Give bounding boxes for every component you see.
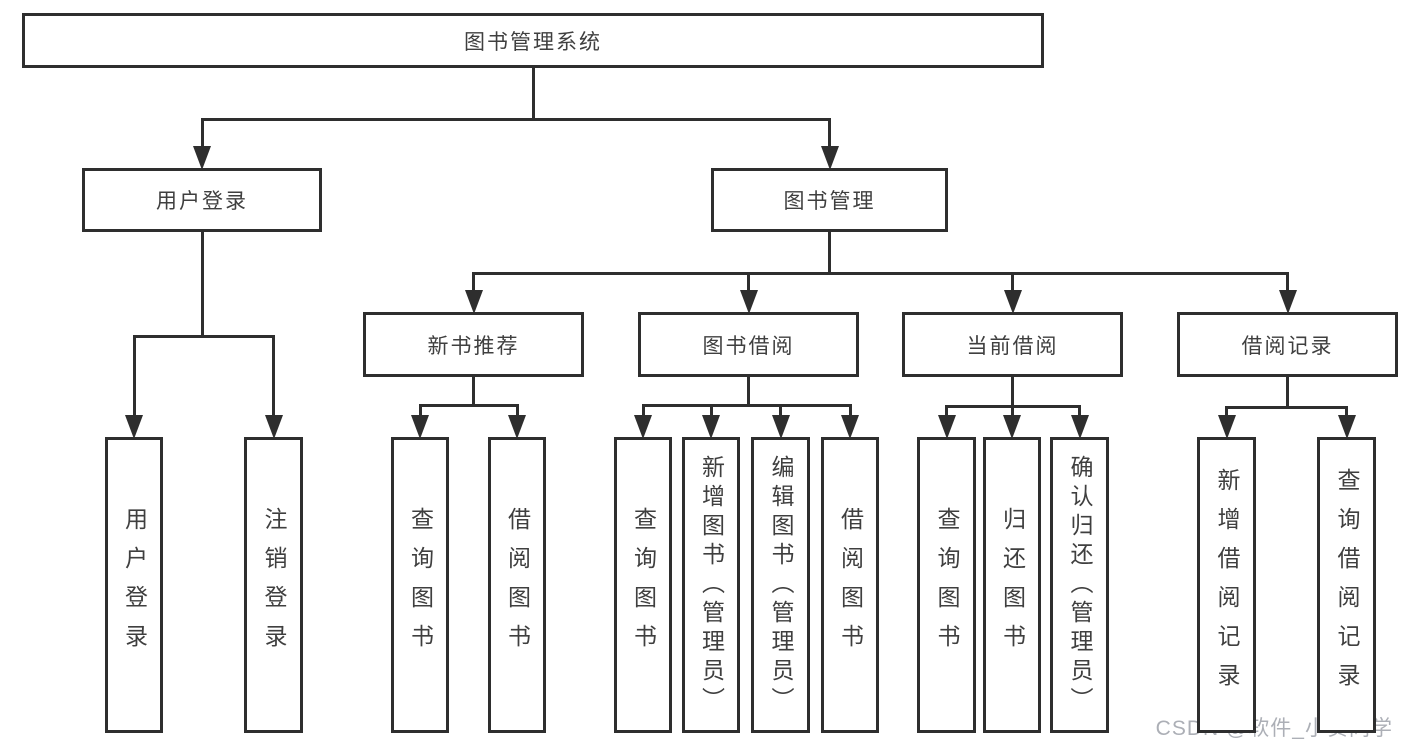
connector-stem-nb	[472, 377, 475, 407]
connector-stem-nb_borrow	[515, 405, 519, 417]
arrow-down-icon-cb_confirm	[1070, 415, 1089, 439]
node-label-bh_query: 查询借阅记录	[1334, 468, 1360, 702]
node-label-nb: 新书推荐	[427, 334, 520, 358]
connector-stem-bh	[1286, 377, 1289, 409]
node-label-user_login: 用户登录	[121, 507, 148, 663]
connector-stem-login	[200, 119, 204, 148]
node-label-logout: 注销登录	[261, 507, 287, 663]
arrow-down-icon-bb_borrow	[841, 415, 859, 439]
arrow-down-icon-cb	[1003, 290, 1022, 314]
arrow-down-icon-nb_borrow	[508, 415, 526, 439]
node-login: 用户登录	[82, 168, 322, 232]
arrow-down-icon-bb_add	[702, 415, 720, 439]
node-label-nb_query: 查询图书	[407, 507, 434, 663]
node-bh_query: 查询借阅记录	[1317, 437, 1376, 733]
node-label-bb_borrow: 借阅图书	[837, 507, 864, 663]
connector-stem-login	[200, 232, 204, 338]
node-logout: 注销登录	[244, 437, 303, 733]
node-label-root: 图书管理系统	[464, 30, 602, 54]
node-label-bb_edit: 编辑图书（管理员）	[768, 454, 794, 716]
node-label-cb_return: 归还图书	[999, 507, 1026, 663]
arrow-down-icon-nb	[464, 290, 483, 314]
node-label-bb_query: 查询图书	[630, 507, 657, 663]
node-bb_query: 查询图书	[614, 437, 672, 733]
node-bb: 图书借阅	[638, 312, 859, 377]
connector-stem-bb_edit	[779, 405, 782, 417]
connector-branch-root	[200, 117, 831, 121]
connector-branch-bb	[641, 403, 852, 407]
node-bh_add: 新增借阅记录	[1197, 437, 1256, 733]
connector-stem-cb_query	[945, 406, 948, 417]
arrow-down-icon-user_login	[125, 415, 143, 439]
connector-stem-logout	[272, 336, 275, 417]
node-cb: 当前借阅	[902, 312, 1123, 377]
arrow-down-icon-logout	[264, 415, 283, 439]
node-label-bb_add: 新增图书（管理员）	[698, 454, 725, 716]
arrow-down-icon-bh_query	[1337, 415, 1356, 439]
connector-stem-bb_borrow	[848, 405, 852, 417]
arrow-down-icon-bb	[739, 290, 758, 314]
node-bb_edit: 编辑图书（管理员）	[751, 437, 810, 733]
node-cb_query: 查询图书	[917, 437, 976, 733]
connector-stem-mgmt	[828, 119, 831, 148]
arrow-down-icon-cb_return	[1003, 415, 1021, 439]
node-label-login: 用户登录	[156, 190, 248, 213]
arrow-down-icon-login	[193, 146, 211, 170]
node-user_login: 用户登录	[105, 437, 163, 733]
connector-stem-cb_confirm	[1078, 406, 1081, 417]
arrow-down-icon-nb_query	[411, 415, 429, 439]
connector-stem-nb	[472, 273, 475, 292]
arrow-down-icon-mgmt	[820, 146, 839, 170]
connector-branch-nb	[418, 403, 519, 407]
node-mgmt: 图书管理	[711, 168, 948, 232]
arrow-down-icon-bh_add	[1217, 415, 1236, 439]
connector-stem-root	[531, 68, 535, 121]
arrow-down-icon-bh	[1278, 290, 1297, 314]
node-root: 图书管理系统	[22, 13, 1044, 68]
connector-branch-mgmt	[472, 271, 1289, 275]
arrow-down-icon-bb_query	[634, 415, 652, 439]
node-label-bh_add: 新增借阅记录	[1214, 468, 1240, 702]
connector-stem-bh_query	[1345, 407, 1348, 417]
connector-branch-bh	[1225, 405, 1348, 409]
arrow-down-icon-bb_edit	[771, 415, 790, 439]
connector-stem-bh_add	[1225, 407, 1228, 417]
arrow-down-icon-cb_query	[937, 415, 956, 439]
node-bh: 借阅记录	[1177, 312, 1398, 377]
node-label-mgmt: 图书管理	[783, 190, 876, 213]
connector-stem-nb_query	[418, 405, 422, 417]
connector-stem-mgmt	[828, 232, 831, 275]
node-label-cb: 当前借阅	[966, 334, 1059, 358]
node-cb_return: 归还图书	[983, 437, 1041, 733]
node-label-bh: 借阅记录	[1241, 334, 1334, 358]
node-label-bb: 图书借阅	[702, 334, 795, 358]
connector-stem-cb_return	[1010, 406, 1014, 417]
connector-stem-bb_add	[709, 405, 713, 417]
node-label-nb_borrow: 借阅图书	[504, 507, 531, 663]
node-nb_query: 查询图书	[391, 437, 449, 733]
node-bb_borrow: 借阅图书	[821, 437, 879, 733]
connector-stem-bb	[747, 273, 750, 292]
connector-stem-bb	[747, 377, 750, 407]
node-cb_confirm: 确认归还（管理员）	[1050, 437, 1109, 733]
connector-stem-cb	[1011, 273, 1014, 292]
connector-stem-user_login	[132, 336, 136, 417]
connector-branch-login	[132, 334, 275, 338]
node-nb_borrow: 借阅图书	[488, 437, 546, 733]
connector-stem-bh	[1286, 273, 1289, 292]
node-label-cb_confirm: 确认归还（管理员）	[1067, 454, 1093, 716]
node-label-cb_query: 查询图书	[934, 507, 960, 663]
node-nb: 新书推荐	[363, 312, 584, 377]
connector-stem-bb_query	[641, 405, 645, 417]
connector-stem-cb	[1011, 377, 1014, 408]
node-bb_add: 新增图书（管理员）	[682, 437, 740, 733]
